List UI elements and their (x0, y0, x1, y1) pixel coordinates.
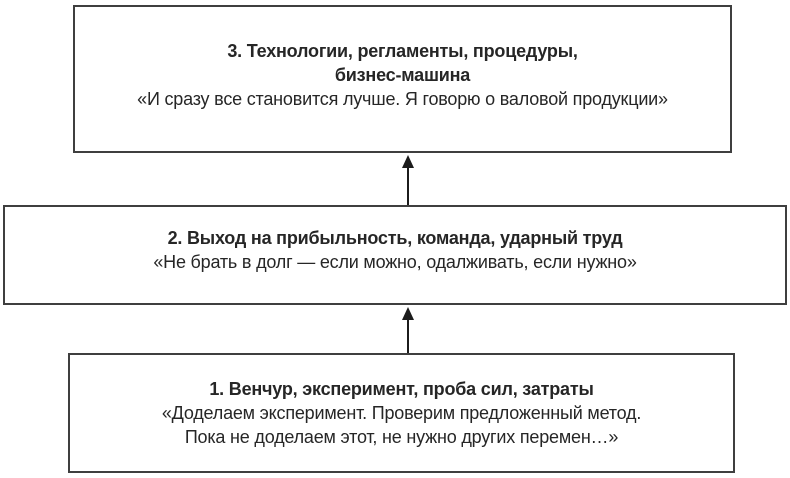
arrow-stem (407, 168, 409, 205)
arrow-stage1-to-stage2 (401, 307, 415, 353)
arrow-up-icon (402, 155, 414, 168)
stage-3-quote: «И сразу все становится лучше. Я говорю … (137, 87, 668, 111)
stage-3-title: 3. Технологии, регламенты, процедуры, би… (227, 39, 578, 87)
stage-3-quote-line-1: «И сразу все становится лучше. Я говорю … (137, 89, 668, 109)
stage-1-title-line-1: 1. Венчур, эксперимент, проба сил, затра… (209, 379, 594, 399)
stage-2-quote-line-1: «Не брать в долг — если можно, одалживат… (153, 252, 637, 272)
stage-1-box: 1. Венчур, эксперимент, проба сил, затра… (68, 353, 735, 473)
stage-1-title: 1. Венчур, эксперимент, проба сил, затра… (209, 377, 593, 401)
stage-2-box: 2. Выход на прибыльность, команда, ударн… (3, 205, 787, 305)
arrow-stage2-to-stage3 (401, 155, 415, 205)
stage-2-title-line-1: 2. Выход на прибыльность, команда, ударн… (167, 228, 623, 248)
arrow-stem (407, 320, 409, 353)
stage-2-title: 2. Выход на прибыльность, команда, ударн… (168, 226, 623, 250)
stage-1-quote-line-2: Пока не доделаем этот, не нужно других п… (184, 427, 619, 447)
arrow-up-icon (402, 307, 414, 320)
stage-3-title-line-2: бизнес-машина (334, 65, 471, 85)
stage-1-quote: «Доделаем эксперимент. Проверим предложе… (161, 401, 642, 449)
stage-2-quote: «Не брать в долг — если можно, одалживат… (153, 250, 637, 274)
stage-1-quote-line-1: «Доделаем эксперимент. Проверим предложе… (161, 403, 642, 423)
stage-3-box: 3. Технологии, регламенты, процедуры, би… (73, 5, 732, 153)
stage-3-title-line-1: 3. Технологии, регламенты, процедуры, (227, 41, 578, 61)
